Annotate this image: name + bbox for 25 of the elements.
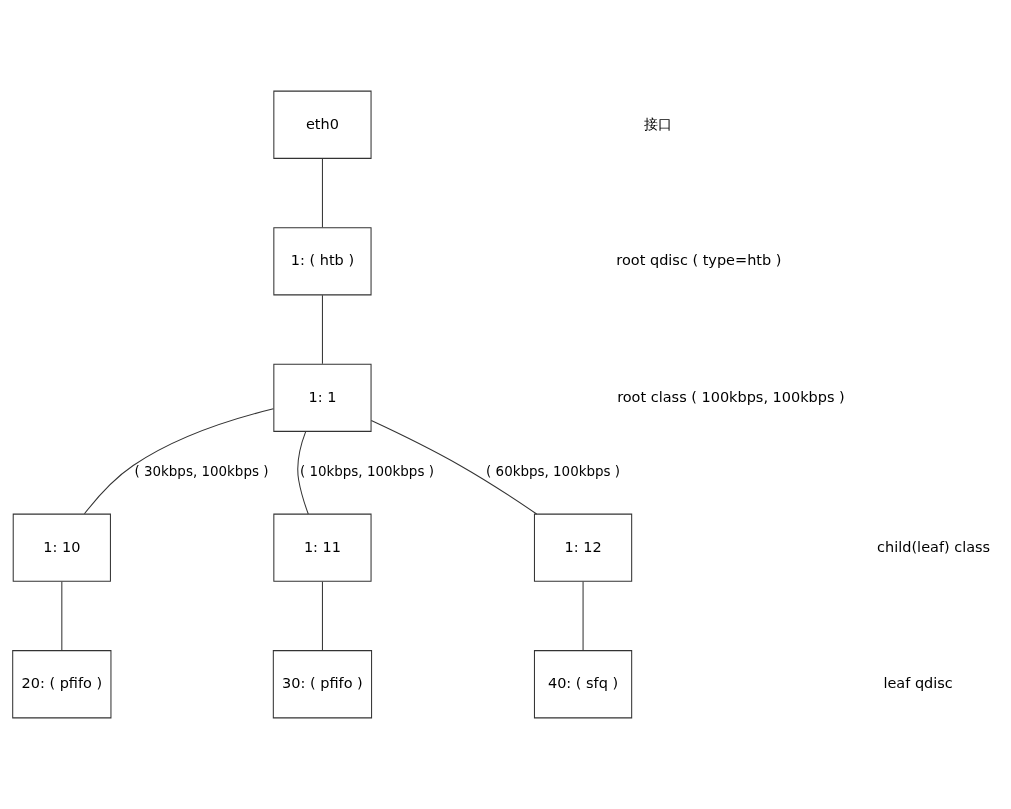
connector bbox=[582, 581, 584, 651]
connector bbox=[321, 581, 323, 651]
connector bbox=[370, 420, 538, 515]
node-box: 40: ( sfq ) bbox=[533, 650, 633, 719]
edge-label: ( 30kbps, 100kbps ) bbox=[134, 464, 269, 480]
edge-label: ( 60kbps, 100kbps ) bbox=[486, 464, 621, 480]
label: child(leaf) class bbox=[877, 538, 991, 555]
node-box: 1: 12 bbox=[533, 513, 633, 582]
node-box: 1: 11 bbox=[273, 513, 372, 582]
connector bbox=[297, 431, 309, 515]
edge-label: ( 10kbps, 100kbps ) bbox=[299, 464, 434, 480]
label: leaf qdisc bbox=[883, 675, 953, 692]
node-box: 30: ( pfifo ) bbox=[272, 650, 373, 719]
connector bbox=[321, 294, 323, 365]
node-box: 1: ( htb ) bbox=[273, 227, 372, 296]
connector bbox=[83, 408, 274, 515]
label: 接口 bbox=[643, 115, 672, 132]
label: root qdisc ( type=htb ) bbox=[616, 252, 782, 269]
connector bbox=[321, 158, 323, 228]
label: root class ( 100kbps, 100kbps ) bbox=[617, 388, 845, 405]
node-box: 1: 1 bbox=[273, 363, 372, 432]
connector bbox=[61, 581, 63, 651]
node-box: eth0 bbox=[273, 90, 372, 159]
node-box: 1: 10 bbox=[12, 513, 111, 582]
node-box: 20: ( pfifo ) bbox=[12, 650, 112, 719]
